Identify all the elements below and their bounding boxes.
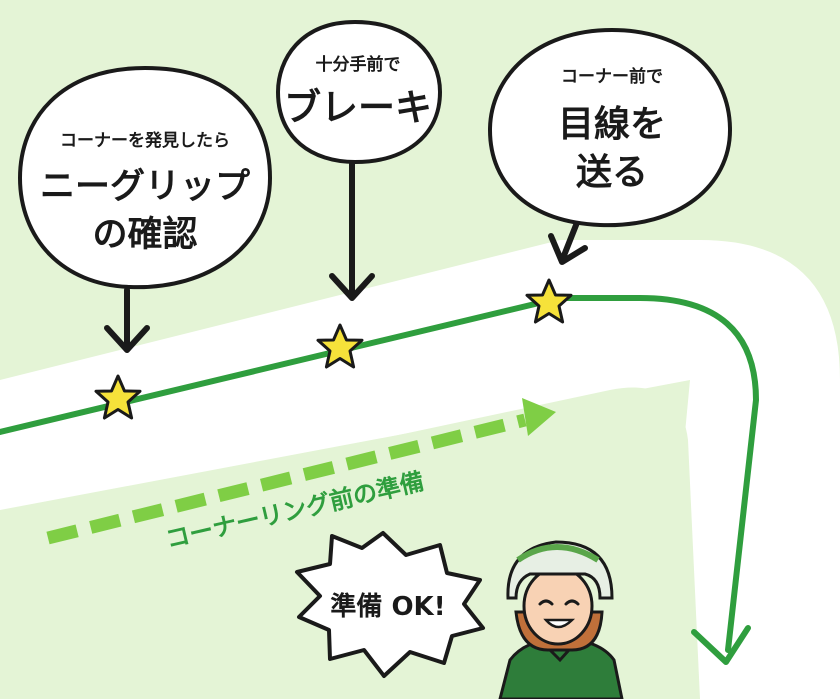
- star-icon: [525, 278, 573, 324]
- bubble-left-big1: ニーグリップ: [40, 167, 250, 207]
- burst-text: 準備 OK!: [330, 591, 445, 622]
- bubble-right: コーナー前で 目線を 送る: [487, 27, 733, 228]
- riding-path: [0, 295, 759, 653]
- bubble-left: コーナーを発見したら ニーグリップ の確認: [17, 65, 273, 290]
- star-icon: [94, 374, 142, 420]
- bubble-left-small: コーナーを発見したら: [60, 130, 230, 151]
- preparation-arrow: [46, 398, 556, 545]
- pointer-left: [104, 287, 150, 353]
- ok-burst: 準備 OK!: [295, 531, 485, 678]
- bubble-middle-big1: ブレーキ: [284, 86, 432, 129]
- bubble-middle-small: 十分手前で: [316, 54, 401, 75]
- bubble-right-big2: 送る: [576, 152, 648, 193]
- path-arrowhead: [691, 625, 751, 665]
- bubble-left-big2: の確認: [92, 215, 197, 255]
- bubble-right-small: コーナー前で: [561, 66, 663, 87]
- bubble-middle: 十分手前で ブレーキ: [275, 19, 443, 165]
- road: [0, 240, 840, 699]
- pointer-middle: [329, 157, 375, 301]
- helmet-rider-icon: [498, 540, 624, 699]
- star-icon: [316, 323, 364, 369]
- bubble-right-big1: 目線を: [558, 104, 666, 145]
